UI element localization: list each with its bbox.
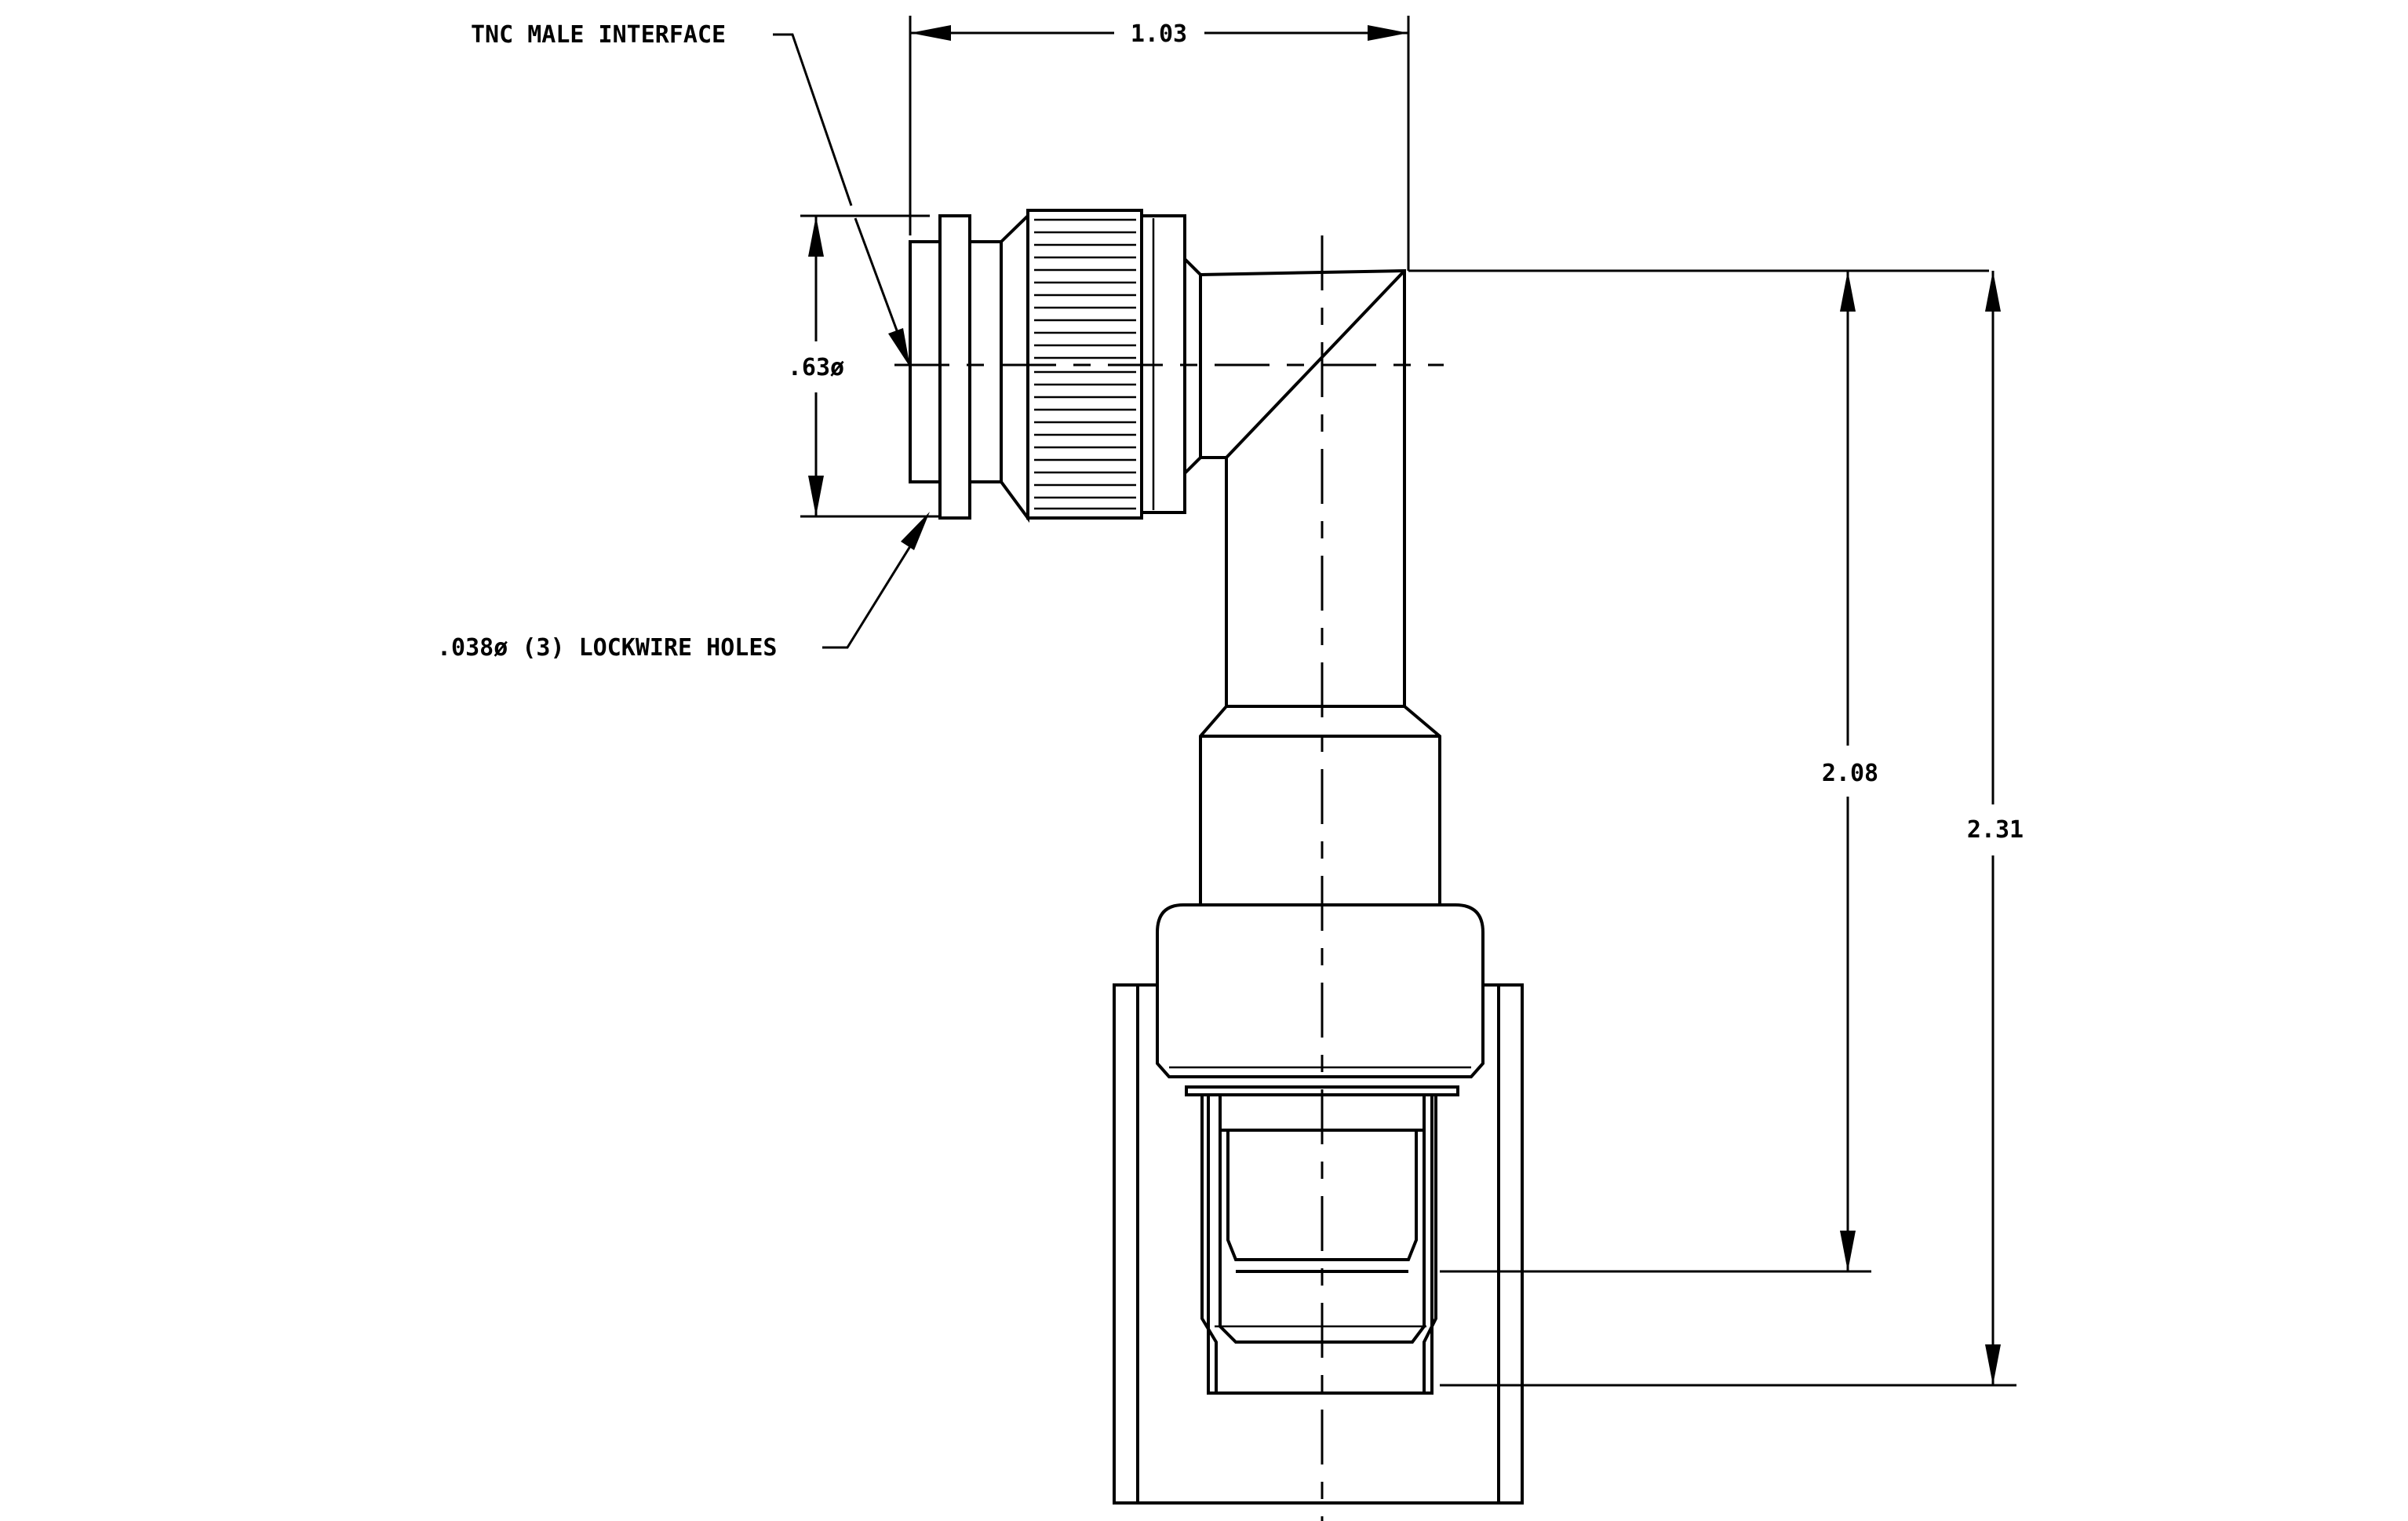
dimension-width-label: 1.03 (1131, 20, 1187, 48)
dimension-height-crimp-label: 2.08 (1822, 760, 1878, 787)
dimension-diameter-label: .63ø (788, 354, 844, 381)
callout-interface: TNC MALE INTERFACE (471, 21, 910, 367)
dimension-height-overall-label: 2.31 (1967, 816, 2024, 844)
callout-interface-label: TNC MALE INTERFACE (471, 21, 726, 49)
elbow-body (1200, 268, 1406, 708)
callout-lockwire: .038ø (3) LOCKWIRE HOLES (437, 512, 930, 662)
dimension-height-overall: 2.31 (1440, 271, 2024, 1387)
callout-lockwire-label: .038ø (3) LOCKWIRE HOLES (437, 634, 777, 662)
dimension-diameter: .63ø (788, 214, 942, 518)
tnc-male-head (909, 209, 1202, 523)
heat-shrink-sleeve (1113, 983, 1524, 1505)
centerlines (894, 235, 1444, 1521)
crimp-ferrule (1156, 705, 1485, 1395)
knurl-coupling-nut (1034, 218, 1136, 510)
dimension-width: 1.03 (909, 16, 1410, 271)
dimension-height-crimp: 2.08 (1408, 269, 1989, 1273)
